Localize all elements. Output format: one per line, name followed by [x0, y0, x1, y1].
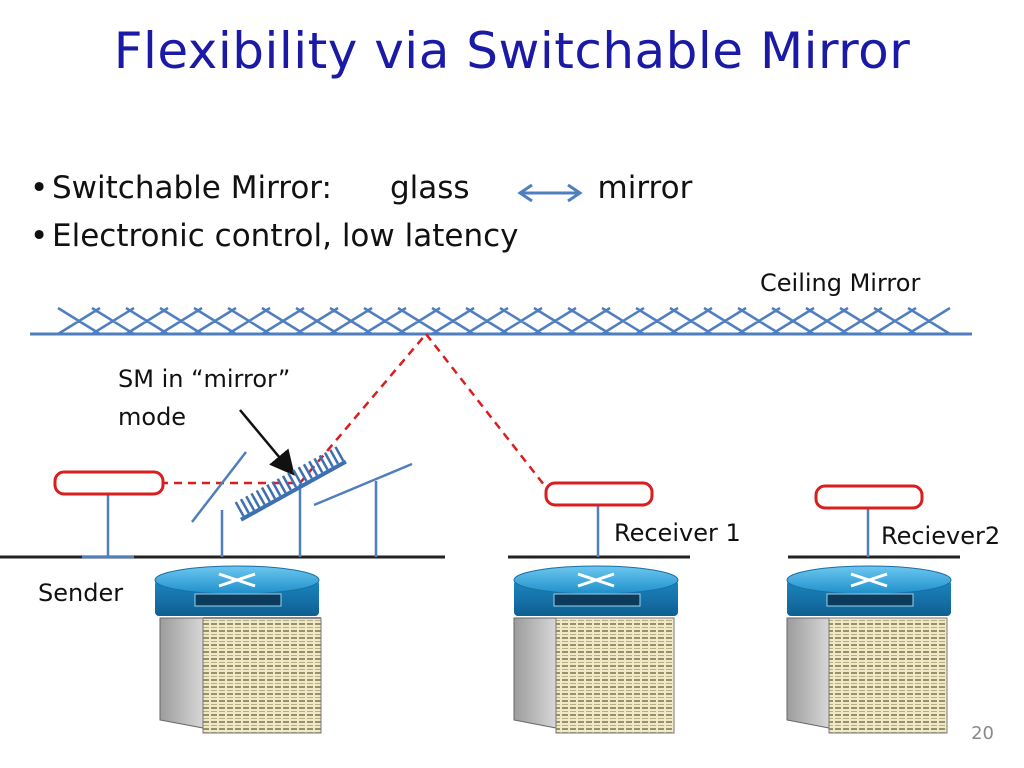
receiver1-rack — [513, 565, 679, 734]
beam-path — [160, 333, 549, 491]
bullet-1-glass: glass — [389, 170, 470, 206]
sm-label-line1: SM in “mirror” — [118, 365, 291, 393]
receiver2-rack — [786, 565, 952, 734]
page-number: 20 — [971, 723, 994, 744]
bullet-list: •Switchable Mirror: glass mirror •Electron… — [30, 170, 692, 266]
ceiling-mirror — [30, 306, 972, 336]
receiver1-label: Receiver 1 — [614, 519, 741, 547]
bullet-dot: • — [30, 170, 49, 206]
receiver2-label: Reciever2 — [881, 522, 1001, 550]
pointer-arrow — [239, 409, 295, 476]
ceiling-mirror-label: Ceiling Mirror — [760, 269, 921, 297]
sender-rack — [154, 565, 322, 734]
sender-transmitter — [53, 470, 165, 559]
bullet-item-1: •Switchable Mirror: glass mirror — [30, 170, 692, 218]
receiver1-transmitter — [544, 481, 654, 557]
glass-mirror-arrow-icon — [517, 183, 583, 203]
switchable-mirrors — [191, 451, 413, 557]
slide-title: Flexibility via Switchable Mirror — [113, 22, 911, 80]
bullet-1-label: Switchable Mirror: — [52, 170, 332, 206]
sm-label-line2: mode — [118, 403, 187, 431]
bullet-1-mirror: mirror — [597, 170, 693, 206]
bullet-dot: • — [30, 218, 49, 254]
sm-mirror-mode — [234, 446, 347, 522]
receiver2-transmitter — [814, 484, 924, 557]
bullet-item-2: •Electronic control, low latency — [30, 218, 692, 266]
bullet-2-text: Electronic control, low latency — [52, 218, 519, 254]
sender-label: Sender — [38, 579, 124, 607]
